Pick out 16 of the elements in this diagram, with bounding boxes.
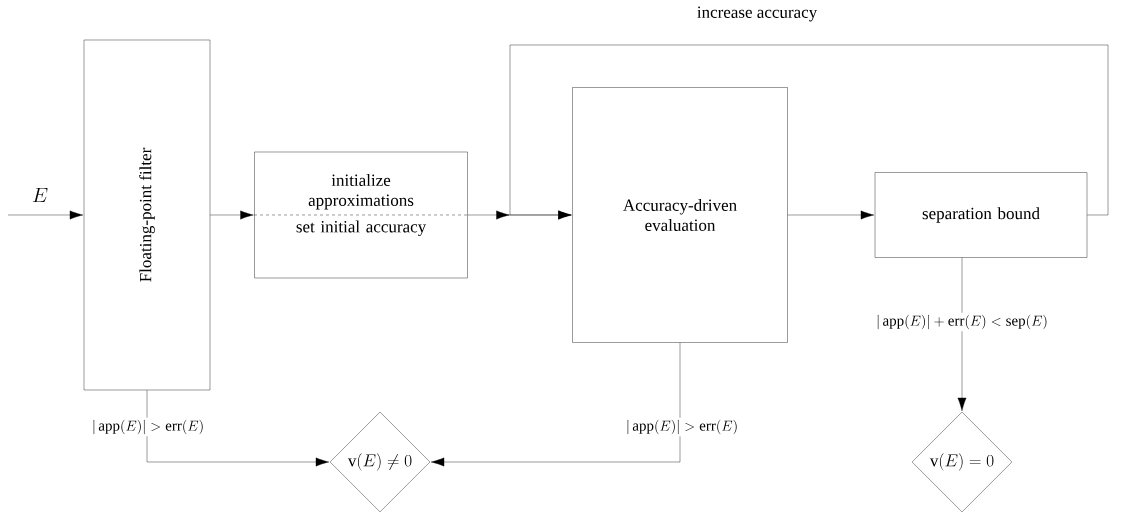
arrow <box>430 342 681 467</box>
edge-label: $E$ <box>32 187 48 203</box>
edge-label: increase accuracy <box>697 6 818 22</box>
edge-label: $|\,\mathrm{app}(E)| > \mathrm{err}(E)$ <box>89 417 207 437</box>
process-box: separation bound <box>874 172 1088 258</box>
edge-label: $|\,\mathrm{app}(E)| > \mathrm{err}(E)$ <box>623 417 741 437</box>
edge-label: $|\,\mathrm{app}(E)| + \mathrm{err}(E) < \mathrm{sep}(E)$ <box>874 312 1050 332</box>
arrow <box>210 210 254 220</box>
process-box: Floating-point filter <box>83 39 211 391</box>
process-box: Accuracy-driven evaluation <box>572 87 788 343</box>
arrow <box>787 210 875 220</box>
arrow <box>146 390 330 467</box>
process-box: initialize approximations set initial accuracy <box>253 151 468 279</box>
arrow <box>7 210 84 220</box>
arrow <box>496 44 1109 220</box>
arrow <box>957 257 967 412</box>
